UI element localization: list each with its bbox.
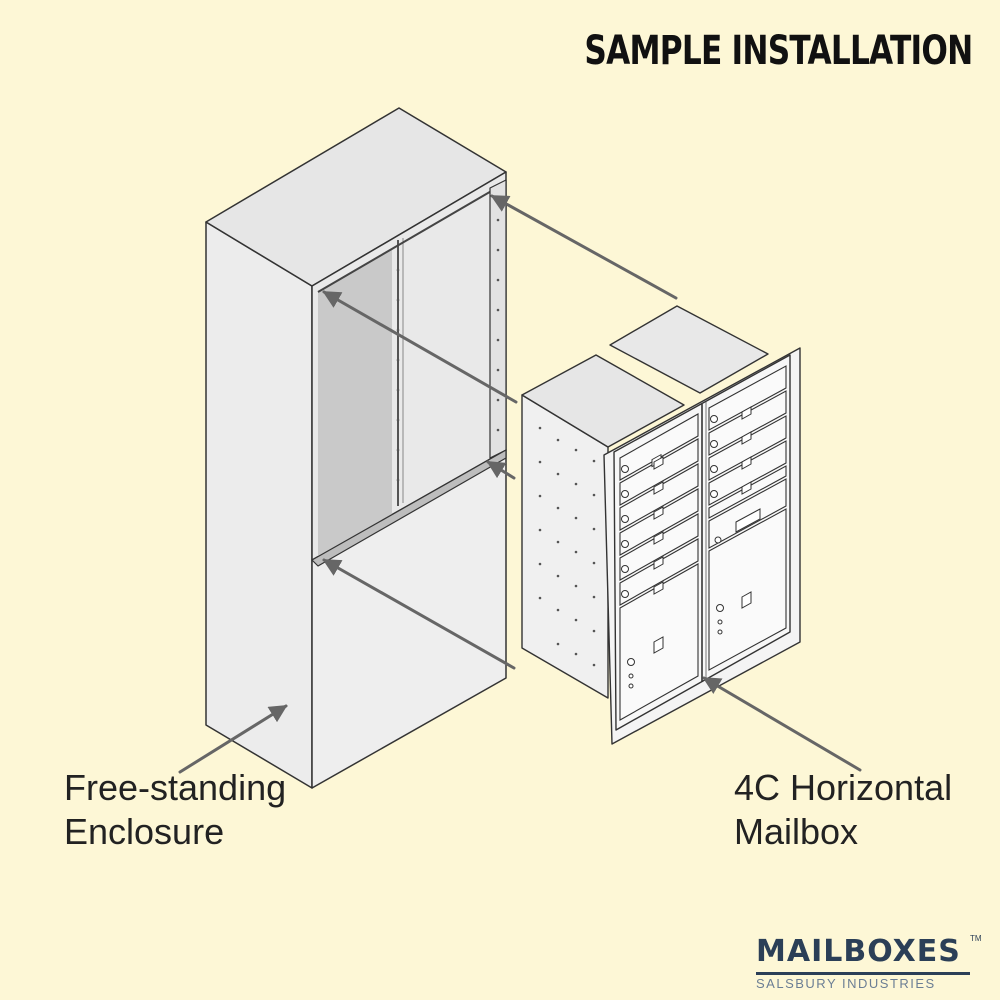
- enclosure-label: Free-standing Enclosure: [64, 766, 286, 854]
- freestanding-enclosure: [205, 107, 507, 789]
- brand-logo: MAILBOXES TM SALSBURY INDUSTRIES: [738, 928, 986, 992]
- mailbox-door: [708, 440, 787, 506]
- mailbox-door: [619, 513, 699, 581]
- logo-rule: [756, 972, 970, 975]
- mailbox-door: [619, 538, 699, 606]
- mailbox-label-line2: Mailbox: [734, 811, 859, 852]
- left-door-tags: [653, 456, 664, 654]
- arrows: [178, 194, 862, 774]
- logo-name: MAILBOXES: [756, 934, 961, 969]
- mailbox-door: [708, 415, 787, 481]
- mailbox-door: [708, 365, 787, 431]
- left-door-locks: [621, 453, 662, 689]
- mailbox-door: [708, 390, 787, 456]
- mailbox-side: [521, 394, 609, 699]
- mailbox-label: 4C Horizontal Mailbox: [734, 766, 952, 854]
- mailbox-door: [619, 438, 699, 506]
- mailbox-label-line1: 4C Horizontal: [734, 767, 953, 808]
- arrow-enclosure-label: [178, 704, 288, 774]
- arrow-top-left: [322, 290, 518, 404]
- mailbox-door: [619, 488, 699, 556]
- enclosure-ledge: [311, 449, 507, 567]
- arrow-ledge-left: [322, 558, 516, 670]
- logo-trademark: TM: [970, 934, 982, 943]
- arrow-mailbox-label: [702, 676, 862, 772]
- arrow-top-right: [490, 194, 678, 300]
- right-door-locks: [710, 406, 761, 635]
- mailbox-door: [619, 463, 699, 531]
- page-title: SAMPLE INSTALLATION: [584, 28, 973, 74]
- enclosure-side: [205, 221, 313, 789]
- logo-subtitle: SALSBURY INDUSTRIES: [756, 976, 936, 991]
- parcel-locker-door: [708, 508, 787, 671]
- arrow-ledge-right: [486, 460, 516, 480]
- enclosure-interior-shadow: [318, 250, 392, 560]
- right-door-column: [708, 365, 787, 671]
- enclosure-label-line1: Free-standing: [64, 767, 287, 808]
- master-door: [708, 478, 787, 549]
- mailbox-door: [619, 413, 699, 481]
- outgoing-mail-slot: [708, 465, 787, 519]
- mailbox-top: [521, 354, 685, 448]
- enclosure-label-line2: Enclosure: [64, 811, 225, 852]
